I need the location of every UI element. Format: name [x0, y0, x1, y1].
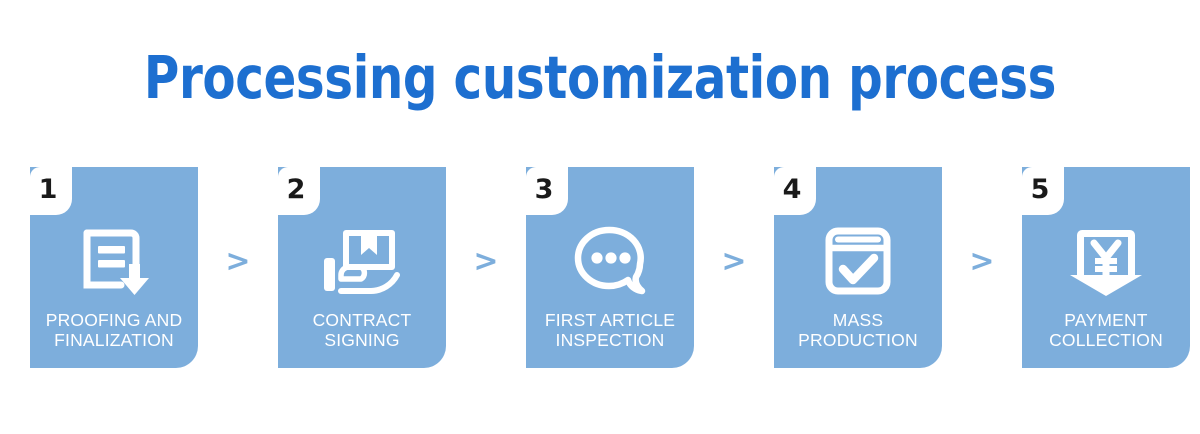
process-step-4[interactable]: 4 MASS PRODUCTION	[774, 167, 942, 368]
process-step-3[interactable]: 3 FIRST ARTICLE INSPECTION	[526, 167, 694, 368]
step-number-badge: 1	[30, 167, 72, 215]
process-step-2[interactable]: 2 CONTRACT SIGNING	[278, 167, 446, 368]
step-number-badge: 3	[526, 167, 568, 215]
step-number-badge: 5	[1022, 167, 1064, 215]
step-number: 2	[286, 174, 306, 205]
step-number-badge: 2	[278, 167, 320, 215]
step-label: FIRST ARTICLE INSPECTION	[544, 310, 676, 350]
flow-separator-2: >	[446, 167, 526, 368]
process-flow: 1 PROOFING AND FINALIZATION > 2	[30, 167, 1190, 368]
chevron-right-icon: >	[225, 244, 251, 279]
yen-payment-icon	[1022, 213, 1190, 309]
step-number: 4	[782, 174, 802, 205]
speech-bubble-dots-icon	[526, 213, 694, 309]
document-download-icon	[30, 213, 198, 309]
step-label: PROOFING AND FINALIZATION	[45, 310, 183, 350]
calendar-check-icon	[774, 213, 942, 309]
step-number-badge: 4	[774, 167, 816, 215]
chevron-right-icon: >	[969, 244, 995, 279]
step-number: 1	[38, 174, 58, 205]
process-step-5[interactable]: 5 PAYMENT COLLECTION	[1022, 167, 1190, 368]
step-number: 3	[534, 174, 554, 205]
chevron-right-icon: >	[473, 244, 499, 279]
page-title: Processing customization process	[143, 43, 1057, 112]
flow-separator-4: >	[942, 167, 1022, 368]
process-step-1[interactable]: 1 PROOFING AND FINALIZATION	[30, 167, 198, 368]
step-label: PAYMENT COLLECTION	[1049, 310, 1163, 350]
chevron-right-icon: >	[721, 244, 747, 279]
step-label: MASS PRODUCTION	[798, 310, 918, 350]
step-number: 5	[1030, 174, 1050, 205]
step-label: CONTRACT SIGNING	[312, 310, 412, 350]
flow-separator-3: >	[694, 167, 774, 368]
hand-holding-box-icon	[278, 213, 446, 309]
flow-separator-1: >	[198, 167, 278, 368]
